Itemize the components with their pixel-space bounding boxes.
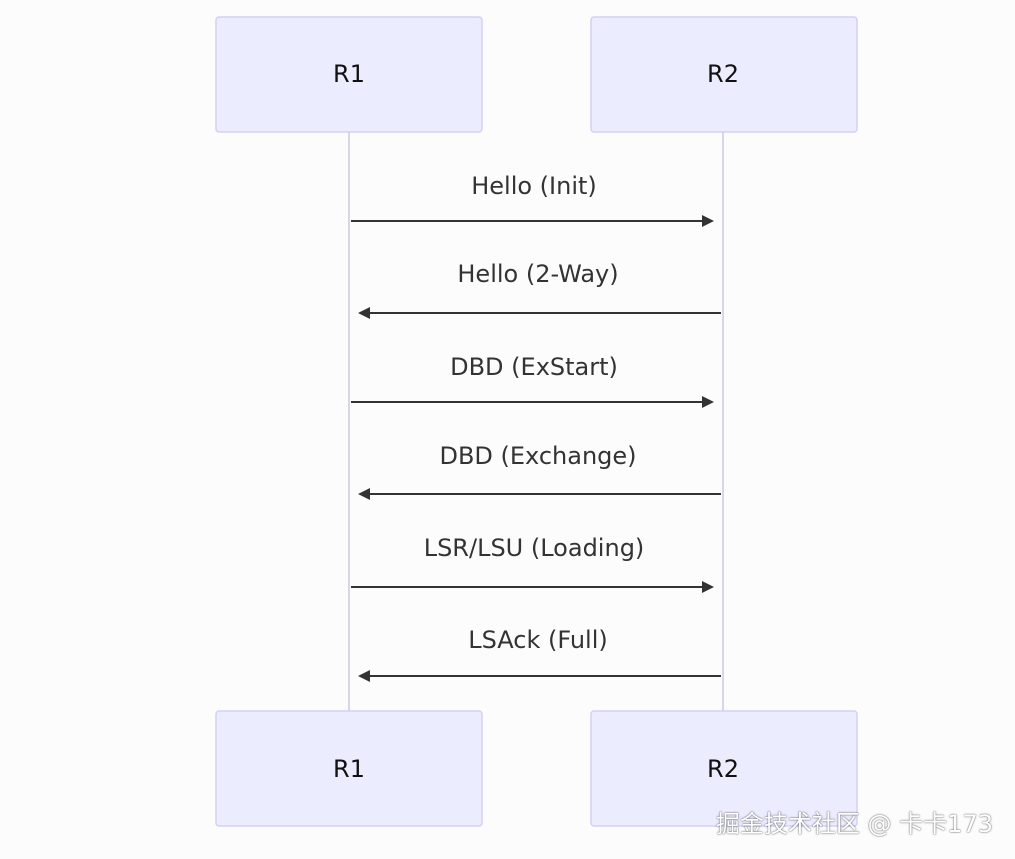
message-label: Hello (2-Way)	[457, 260, 618, 288]
message-label: LSAck (Full)	[468, 626, 608, 654]
message-label: Hello (Init)	[471, 172, 597, 200]
actor-r1-bottom: R1	[215, 710, 483, 827]
message-label: LSR/LSU (Loading)	[424, 534, 645, 562]
actor-r2-bottom-label: R2	[707, 755, 739, 783]
actor-r2-top: R2	[590, 16, 858, 133]
message-5: LSR/LSU (Loading)	[351, 534, 714, 593]
actor-r2-bottom: R2	[590, 710, 858, 827]
actor-r1-bottom-label: R1	[333, 755, 365, 783]
message-label: DBD (Exchange)	[439, 442, 636, 470]
actor-r1-top: R1	[215, 16, 483, 133]
actor-r2-top-label: R2	[707, 60, 739, 88]
message-label: DBD (ExStart)	[450, 353, 618, 381]
watermark: 掘金技术社区 @ 卡卡173	[715, 810, 993, 838]
message-1: Hello (Init)	[351, 172, 714, 227]
message-2: Hello (2-Way)	[358, 260, 721, 319]
message-3: DBD (ExStart)	[351, 353, 714, 408]
message-4: DBD (Exchange)	[358, 442, 721, 500]
actor-r1-top-label: R1	[333, 60, 365, 88]
message-6: LSAck (Full)	[358, 626, 721, 682]
